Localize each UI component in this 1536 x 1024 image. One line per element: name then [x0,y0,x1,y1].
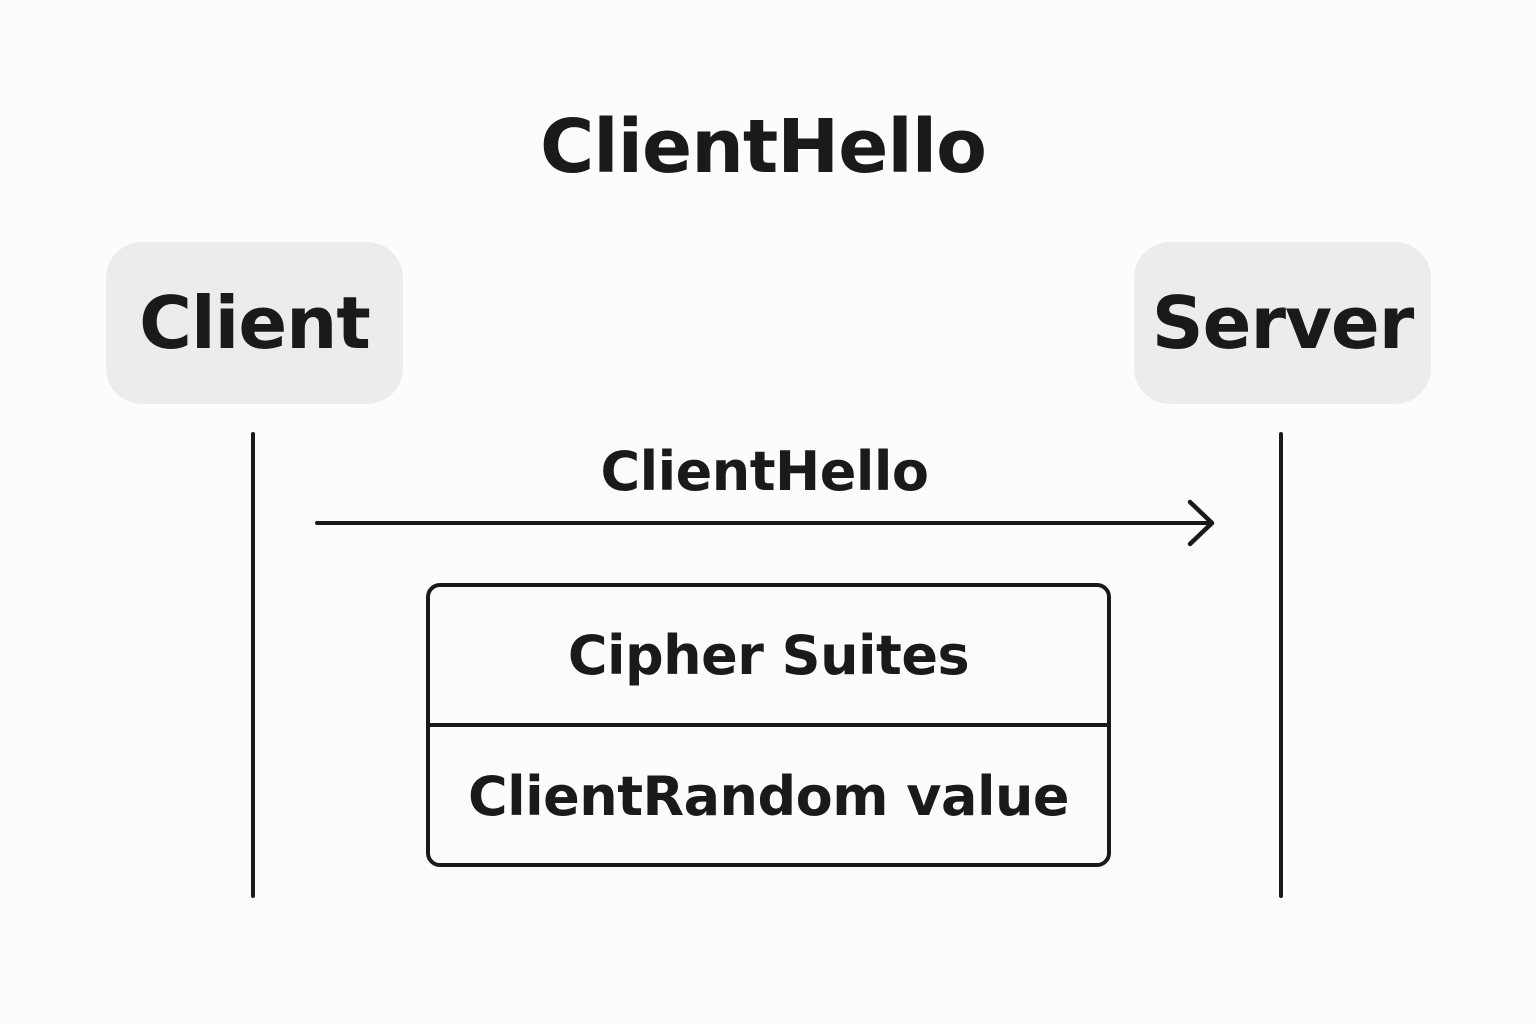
payload-field-label: Cipher Suites [567,623,970,687]
client-actor-box: Client [106,242,403,404]
message-label: ClientHello [600,440,929,503]
payload-field-client-random: ClientRandom value [430,727,1107,865]
message-arrow-head [1187,499,1215,547]
diagram-title: ClientHello [540,104,987,190]
client-lifeline [251,432,255,898]
message-arrow [315,499,1215,547]
payload-field-label: ClientRandom value [467,764,1070,828]
server-actor-box: Server [1134,242,1431,404]
server-lifeline [1279,432,1283,898]
clienthello-payload-box: Cipher Suites ClientRandom value [426,583,1111,867]
client-actor-label: Client [139,281,371,365]
server-actor-label: Server [1151,281,1414,365]
payload-field-cipher-suites: Cipher Suites [430,587,1107,727]
